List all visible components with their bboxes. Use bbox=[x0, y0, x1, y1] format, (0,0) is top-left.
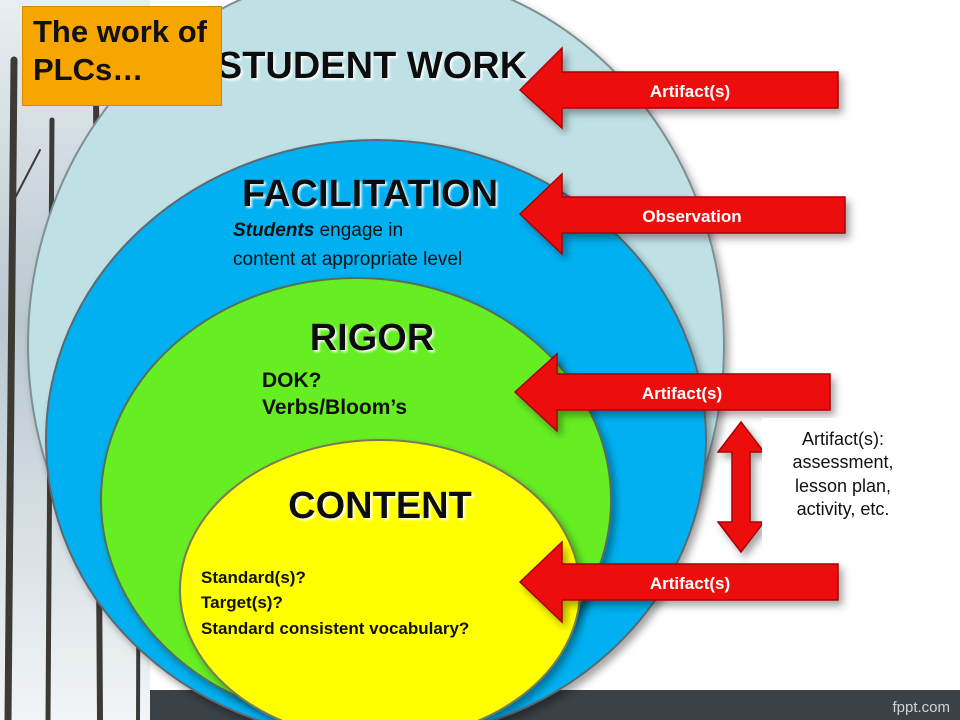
content-text-line2: Target(s)? bbox=[201, 593, 283, 612]
arrow-student-work-label: Artifact(s) bbox=[650, 82, 730, 101]
arrow-rigor-label: Artifact(s) bbox=[642, 384, 722, 403]
student-work-heading: STUDENT WORK bbox=[217, 45, 528, 87]
artifact-note-line3: lesson plan, bbox=[794, 475, 892, 496]
facilitation-text-rest: engage in bbox=[314, 220, 403, 241]
rigor-text-line1: DOK? bbox=[262, 369, 322, 392]
brand-watermark: fppt.com bbox=[892, 699, 950, 716]
facilitation-text-line1: Students engage in bbox=[233, 220, 403, 241]
title-text: The work of PLCs… bbox=[33, 14, 207, 87]
arrow-rigor: Artifact(s) bbox=[513, 352, 831, 433]
arrow-student-work: Artifact(s) bbox=[518, 46, 839, 130]
double-arrow-vertical bbox=[716, 420, 766, 554]
artifact-note: Artifact(s): assessment, lesson plan, ac… bbox=[762, 418, 924, 546]
artifact-note-line1: Artifact(s): bbox=[801, 429, 884, 449]
arrow-facilitation: Observation bbox=[518, 172, 846, 256]
artifact-note-line2: assessment, bbox=[792, 452, 894, 473]
rigor-text-line2: Verbs/Bloom’s bbox=[262, 396, 407, 419]
artifact-note-line4: activity, etc. bbox=[796, 499, 890, 520]
arrow-facilitation-label: Observation bbox=[642, 207, 741, 226]
title-box: The work of PLCs… bbox=[22, 6, 222, 106]
content-heading: CONTENT bbox=[288, 485, 472, 527]
content-text-line3: Standard consistent vocabulary? bbox=[201, 619, 469, 638]
arrow-content-label: Artifact(s) bbox=[650, 574, 730, 593]
arrow-content: Artifact(s) bbox=[518, 540, 839, 624]
rigor-heading: RIGOR bbox=[310, 317, 435, 359]
facilitation-text-line2: content at appropriate level bbox=[233, 249, 462, 270]
facilitation-text-italic: Students bbox=[233, 220, 314, 241]
facilitation-heading: FACILITATION bbox=[242, 173, 498, 215]
content-text-line1: Standard(s)? bbox=[201, 568, 306, 587]
